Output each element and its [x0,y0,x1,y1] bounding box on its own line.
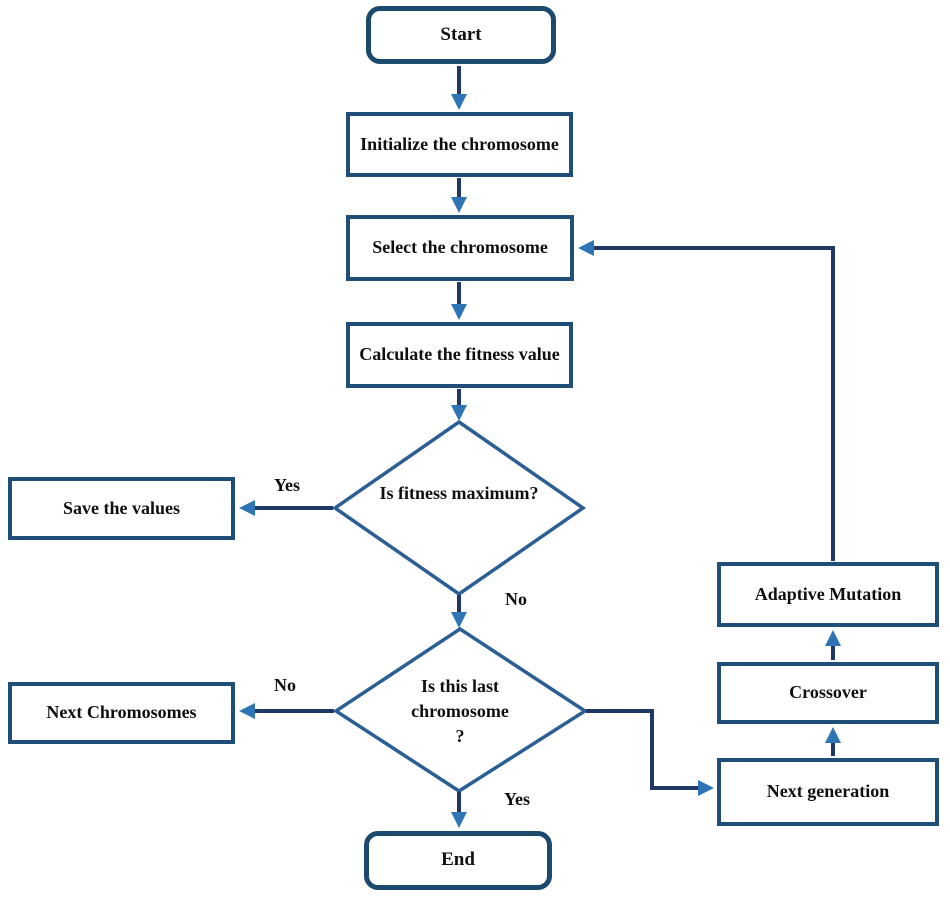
node-label: Adaptive Mutation [754,583,902,604]
node-end: End [364,831,552,890]
edge-last-next-generation [586,709,714,796]
node-label: Save the values [63,497,180,518]
decision-last-chromosome-shape [332,626,589,794]
decision-fitness-maximum-shape [331,419,587,597]
edge-label-fitness-no: No [505,589,527,609]
node-initialize-chromosome: Initialize the chromosome [346,112,573,177]
node-next-generation: Next generation [717,758,939,826]
node-save-values: Save the values [8,477,235,540]
node-label: Select the chromosome [372,237,548,258]
node-label: Next Chromosomes [46,702,197,723]
node-label: Start [440,23,482,45]
node-crossover: Crossover [717,662,939,724]
decision-last-chromosome-label: Is this last chromosome ? [411,676,509,746]
node-label: Crossover [789,682,867,703]
edge-adaptive-mutation-select-loop [578,240,835,561]
edge-label-fitness-yes: Yes [274,475,300,495]
node-label: Next generation [766,781,890,802]
decision-fitness-maximum-label: Is fitness maximum? [379,483,539,503]
node-label: Initialize the chromosome [360,133,559,154]
node-next-chromosomes: Next Chromosomes [8,682,235,744]
node-label: End [441,849,475,871]
node-calculate-fitness: Calculate the fitness value [346,322,573,388]
node-label: Calculate the fitness value [359,344,560,365]
node-start: Start [366,6,556,64]
node-adaptive-mutation: Adaptive Mutation [717,562,939,627]
edge-label-last-yes: Yes [504,789,530,809]
edge-label-last-no: No [274,675,296,695]
node-select-chromosome: Select the chromosome [346,215,574,281]
